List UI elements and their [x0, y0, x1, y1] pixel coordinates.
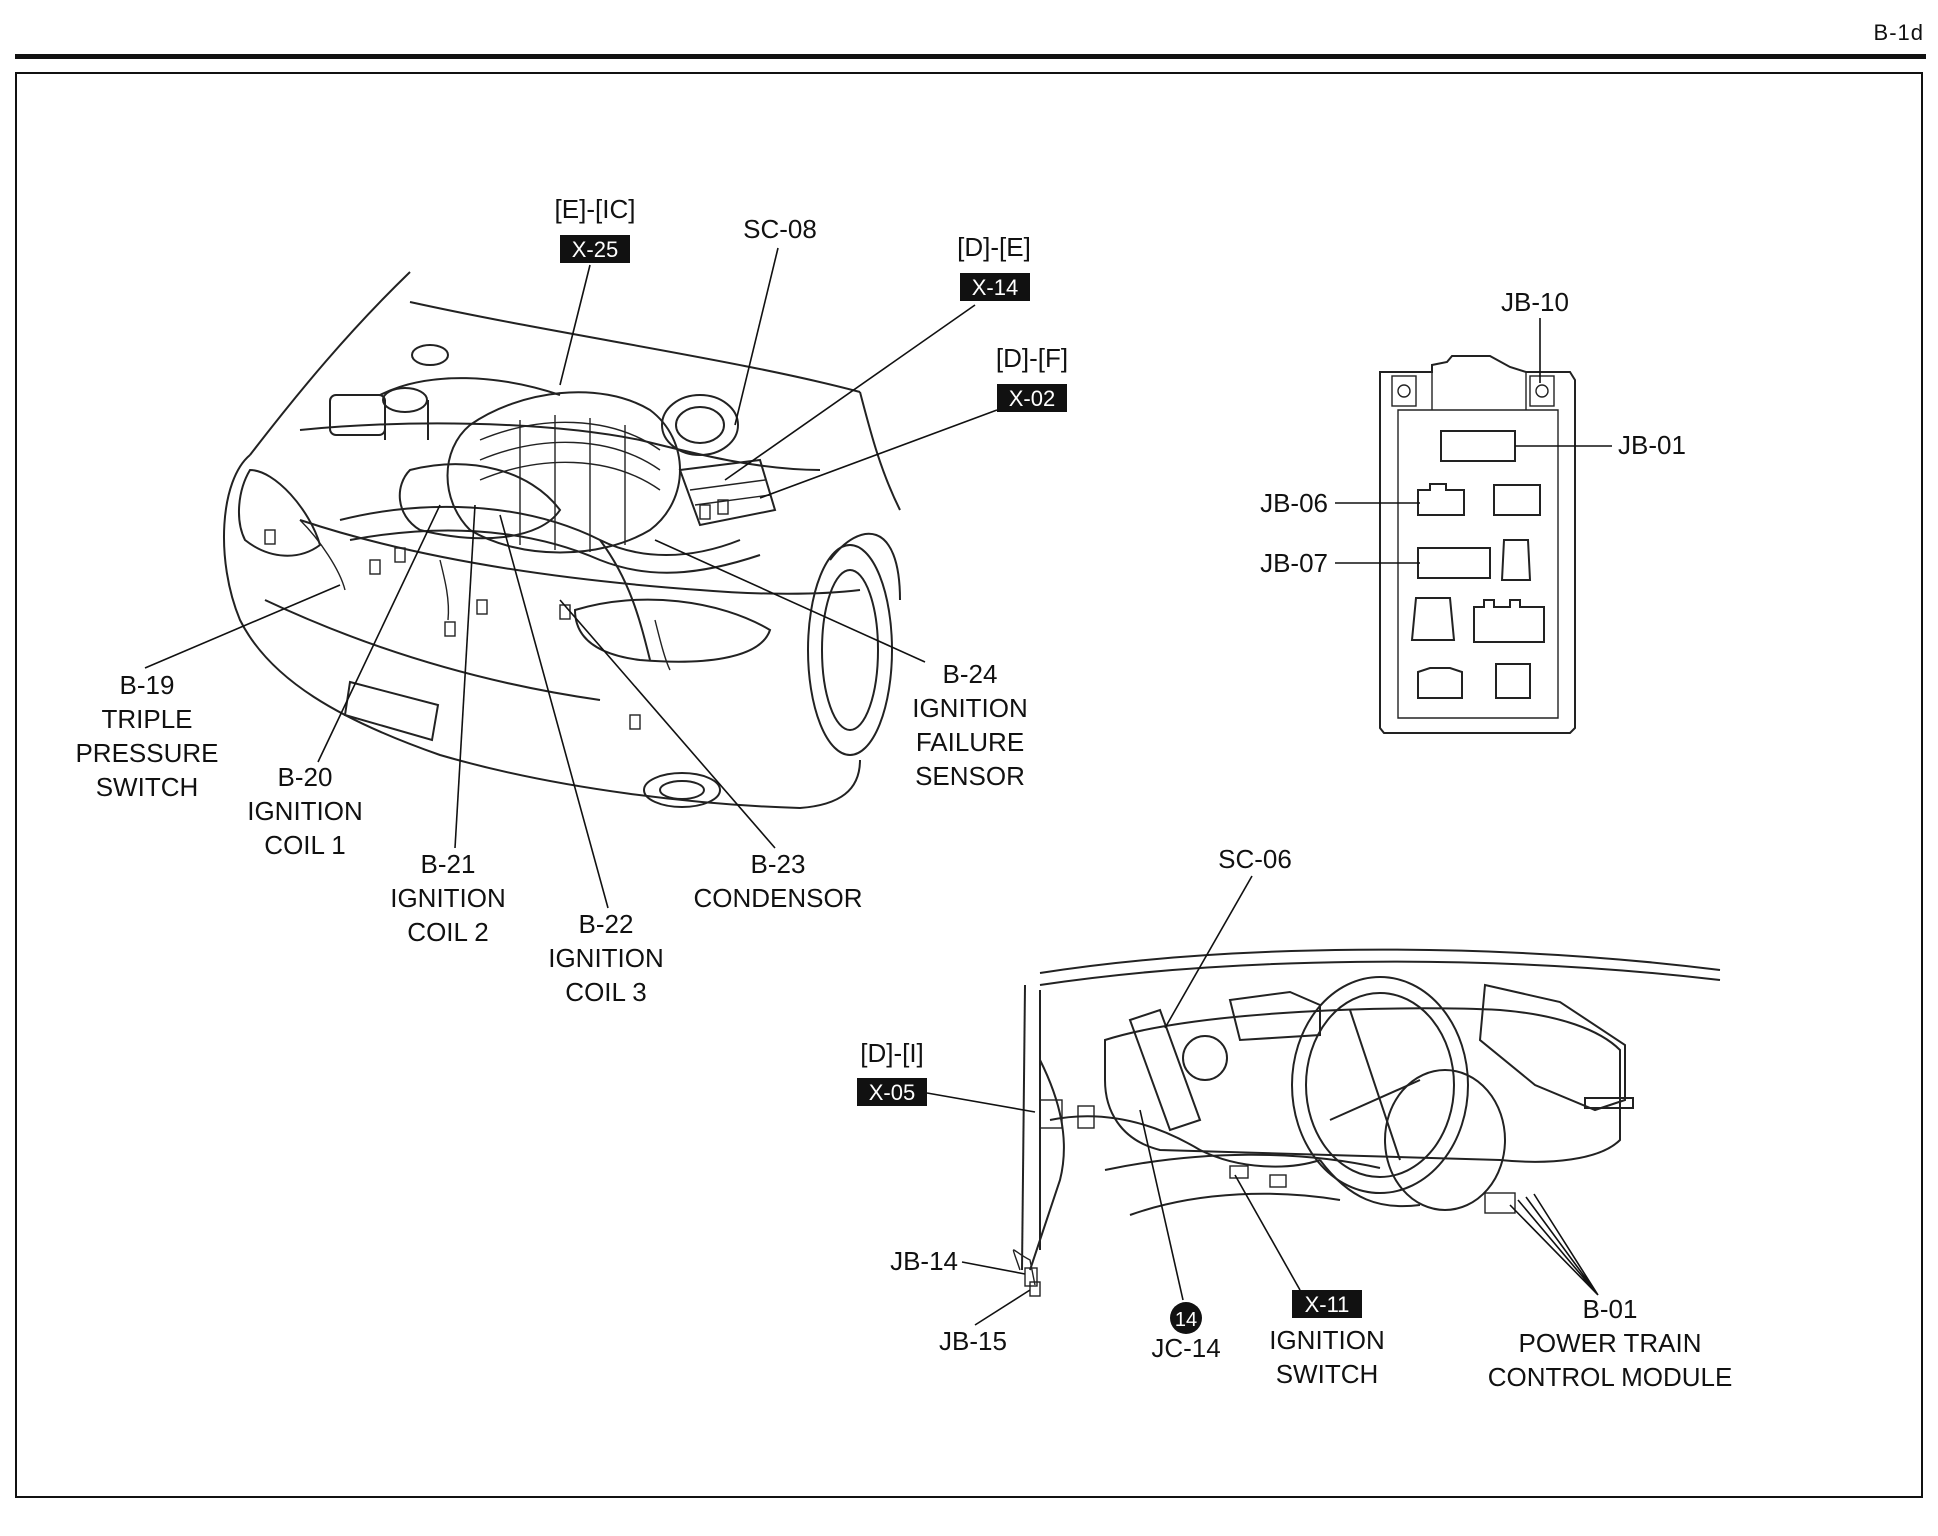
callout-b19-line-2: TRIPLE [101, 704, 192, 734]
callout-jb01-label: JB-01 [1618, 430, 1686, 460]
callout-b01-line-1: B-01 [1583, 1294, 1638, 1324]
callout-sc06-label: SC-06 [1218, 844, 1292, 874]
callout-jb10-label: JB-10 [1501, 287, 1569, 317]
callout-x02-box-label: X-02 [1009, 386, 1055, 411]
callout-b21-line-2: IGNITION [390, 883, 506, 913]
callout-jc14: 14 JC-14 [1139, 1109, 1221, 1363]
callout-jb15-label: JB-15 [939, 1326, 1007, 1356]
callout-jc14-badge-number: 14 [1175, 1309, 1197, 1331]
callout-x11-box-label: X-11 [1305, 1292, 1350, 1317]
callout-jb06: JB-06 [1260, 488, 1420, 518]
header-rule [15, 54, 1926, 59]
callout-x02: [D]-[F] X-02 [759, 343, 1068, 499]
callout-x25: [E]-[IC] X-25 [555, 194, 636, 386]
junction-block-illustration [1379, 355, 1576, 734]
callout-b20-line-2: IGNITION [247, 796, 363, 826]
callout-b23-line-2: CONDENSOR [693, 883, 862, 913]
callout-b24-line-3: FAILURE [916, 727, 1024, 757]
diagram-frame [15, 72, 1923, 1498]
dashboard-illustration [1012, 948, 1721, 1297]
callout-jb15: JB-15 [939, 1289, 1031, 1356]
callout-b19: B-19 TRIPLE PRESSURE SWITCH [75, 584, 341, 802]
callout-sc08: SC-08 [734, 214, 817, 426]
callout-x14-box-label: X-14 [972, 275, 1018, 300]
callout-x05-ref: [D]-[I] [860, 1038, 924, 1068]
callout-x05-box-label: X-05 [869, 1080, 915, 1105]
callout-x05: [D]-[I] X-05 [857, 1038, 1036, 1113]
callout-x02-ref: [D]-[F] [996, 343, 1068, 373]
callout-b24-line-2: IGNITION [912, 693, 1028, 723]
callout-b19-line-3: PRESSURE [75, 738, 218, 768]
callout-b20-line-1: B-20 [278, 762, 333, 792]
callout-jb07-label: JB-07 [1260, 548, 1328, 578]
callout-x14: [D]-[E] X-14 [724, 232, 1031, 481]
callout-sc08-label: SC-08 [743, 214, 817, 244]
callout-jc14-badge [1170, 1302, 1202, 1334]
callout-x11-line-1: IGNITION [1269, 1325, 1385, 1355]
callout-jc14-label: JC-14 [1151, 1333, 1220, 1363]
callout-b24: B-24 IGNITION FAILURE SENSOR [654, 539, 1028, 791]
callout-sc06: SC-06 [1164, 844, 1292, 1029]
callout-x11-line-2: SWITCH [1276, 1359, 1379, 1389]
callout-b19-line-1: B-19 [120, 670, 175, 700]
callout-x25-ref: [E]-[IC] [555, 194, 636, 224]
callout-x02-box [997, 384, 1067, 412]
callout-b19-line-4: SWITCH [96, 772, 199, 802]
callout-x14-ref: [D]-[E] [957, 232, 1031, 262]
callout-b22-line-1: B-22 [579, 909, 634, 939]
callout-b01: B-01 POWER TRAIN CONTROL MODULE [1488, 1193, 1733, 1392]
callout-x05-box [857, 1078, 927, 1106]
callout-b24-line-1: B-24 [943, 659, 998, 689]
callout-jb07: JB-07 [1260, 548, 1420, 578]
callout-x11: X-11 IGNITION SWITCH [1234, 1174, 1385, 1389]
callout-b20: B-20 IGNITION COIL 1 [247, 504, 441, 860]
callout-b23-line-1: B-23 [751, 849, 806, 879]
callout-b22-line-3: COIL 3 [565, 977, 646, 1007]
callout-x25-box [560, 235, 630, 263]
callout-b21-line-1: B-21 [421, 849, 476, 879]
callout-x11-box [1292, 1290, 1362, 1318]
callout-b22-line-2: IGNITION [548, 943, 664, 973]
callout-b21: B-21 IGNITION COIL 2 [390, 504, 506, 947]
callout-jb06-label: JB-06 [1260, 488, 1328, 518]
callout-jb01: JB-01 [1515, 430, 1686, 460]
callout-jb10: JB-10 [1501, 287, 1569, 383]
callout-b20-line-3: COIL 1 [264, 830, 345, 860]
callout-b22: B-22 IGNITION COIL 3 [499, 514, 664, 1007]
callout-x14-box [960, 273, 1030, 301]
callout-b01-line-2: POWER TRAIN [1519, 1328, 1702, 1358]
callout-jb14: JB-14 [890, 1246, 1026, 1276]
engine-compartment-illustration [222, 271, 901, 810]
callout-jb14-label: JB-14 [890, 1246, 958, 1276]
callout-x25-box-label: X-25 [572, 237, 618, 262]
page-number: B-1d [1873, 20, 1924, 45]
callout-b21-line-3: COIL 2 [407, 917, 488, 947]
callout-b23: B-23 CONDENSOR [559, 599, 863, 913]
callout-b24-line-4: SENSOR [915, 761, 1025, 791]
callout-b01-line-3: CONTROL MODULE [1488, 1362, 1733, 1392]
